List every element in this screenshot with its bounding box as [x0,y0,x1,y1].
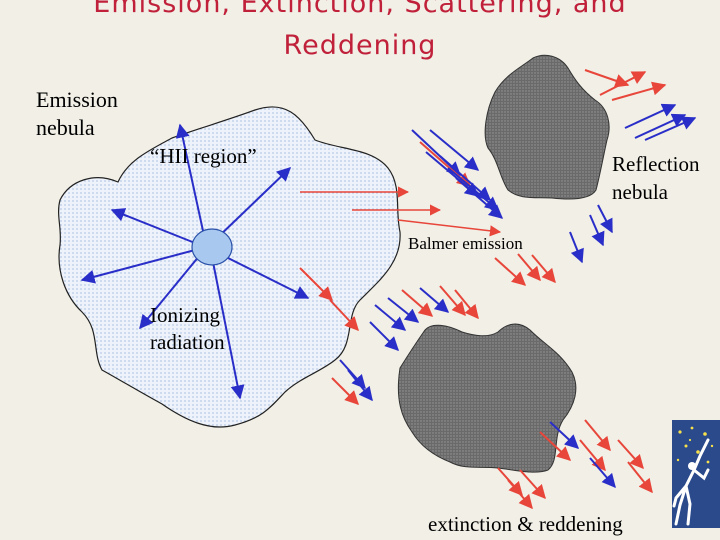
emission-nebula-label-line1: Emission [36,86,118,114]
reflection-nebula-label: Reflection nebula [612,150,699,206]
title-line-2: Reddening [0,28,720,64]
reflection-nebula-label-line1: Reflection [612,150,699,178]
scattered-blue-arrows [570,205,612,262]
emission-nebula-label: Emission nebula [36,86,118,142]
hii-region-label: “HII region” [150,144,257,169]
star-icon [192,229,232,265]
title-line-1: Emission, Extinction, Scattering, and [0,0,720,22]
ionizing-radiation-label-line1: Ionizing [150,302,225,329]
ionizing-radiation-label: Ionizing radiation [150,302,225,356]
dust-cloud [398,324,576,472]
star-reaching-logo [672,420,720,528]
balmer-emission-label: Balmer emission [408,234,523,254]
reflection-nebula-cloud [485,55,609,199]
emission-nebula-label-line2: nebula [36,114,118,142]
reflection-nebula-label-line2: nebula [612,178,699,206]
extinction-reddening-label: extinction & reddening [428,512,623,537]
ionizing-radiation-label-line2: radiation [150,329,225,356]
